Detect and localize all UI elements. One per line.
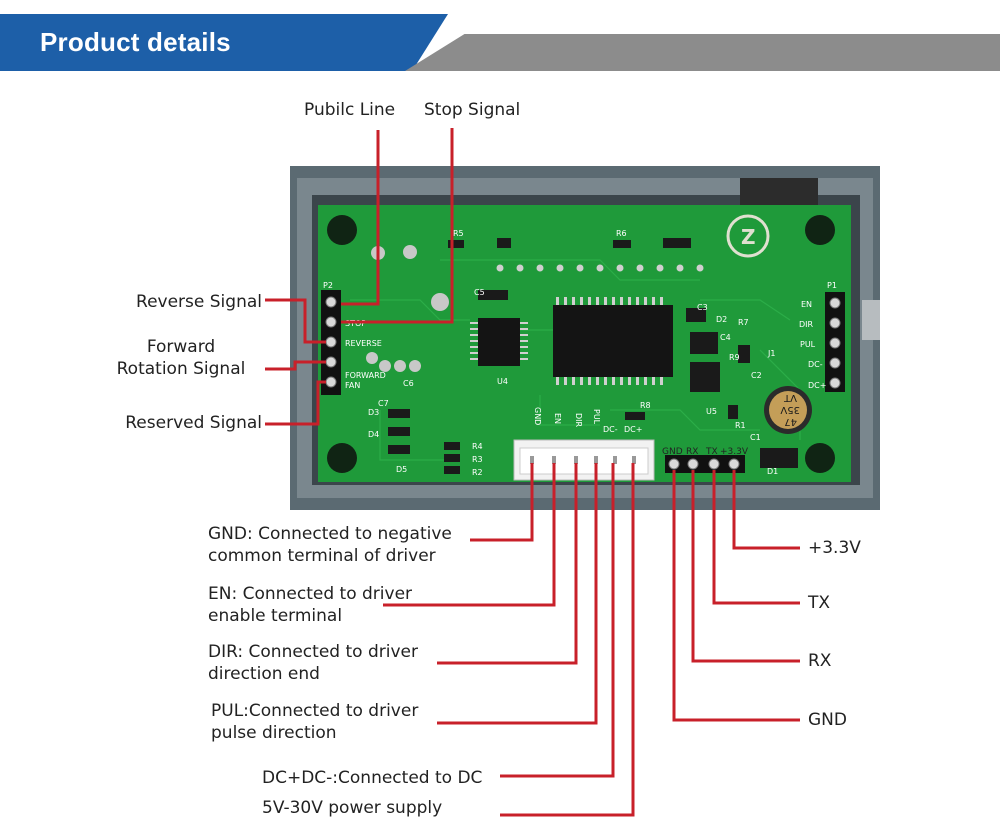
- label-gnd-desc: GND: Connected to negative common termin…: [208, 524, 452, 566]
- callout-gnd: [470, 463, 534, 542]
- label-gnd: GND: [808, 710, 847, 730]
- callout-uart-gnd: [672, 470, 800, 722]
- label-reverse-signal: Reverse Signal: [136, 292, 262, 312]
- label-en-desc: EN: Connected to driver enable terminal: [208, 584, 413, 626]
- silk-uart-gnd: GND: [662, 447, 683, 457]
- silk-conn-en: EN: [553, 413, 562, 424]
- silk-c4: C4: [720, 333, 731, 342]
- label-pul-desc: PUL:Connected to driver pulse direction: [211, 701, 419, 743]
- silk-en: EN: [801, 300, 812, 309]
- callout-reverse-signal: [265, 298, 326, 344]
- silk-dir: DIR: [799, 320, 814, 329]
- callout-dir: [437, 463, 578, 665]
- silk-p1: P1: [827, 281, 837, 290]
- label-rx: RX: [808, 651, 832, 671]
- silk-r1: R1: [735, 421, 746, 430]
- silk-dc-minus: DC-: [808, 360, 823, 369]
- silk-conn-gnd: GND: [533, 407, 542, 425]
- label-33v: +3.3V: [808, 538, 861, 558]
- callout-tx: [712, 470, 800, 605]
- silk-c6: C6: [403, 379, 414, 388]
- silk-u4: U4: [497, 377, 508, 386]
- silk-conn-dc-minus: DC-: [603, 425, 618, 434]
- callout-33v: [732, 470, 800, 550]
- label-dir-desc: DIR: Connected to driver direction end: [208, 642, 418, 684]
- silk-pul: PUL: [800, 340, 816, 349]
- pcb-silkscreen: P2 STOP REVERSE FORWARD FAN P1 EN DIR PU…: [323, 229, 837, 477]
- silk-c1: C1: [750, 433, 761, 442]
- banner-gray-bar: [405, 34, 1000, 71]
- label-reserved-signal: Reserved Signal: [125, 413, 262, 433]
- callout-power: [500, 463, 635, 817]
- silk-j1: J1: [767, 349, 775, 358]
- silk-c7: C7: [378, 399, 389, 408]
- silk-r3: R3: [472, 455, 483, 464]
- silk-d1: D1: [767, 467, 778, 476]
- silk-c2: C2: [751, 371, 762, 380]
- silk-conn-pul: PUL: [592, 409, 601, 425]
- label-stop-signal: Stop Signal: [424, 100, 521, 120]
- cap-marking-47: 47: [784, 416, 797, 427]
- callout-en: [383, 463, 556, 607]
- silk-r4: R4: [472, 442, 483, 451]
- label-public-line: Pubilc Line: [304, 100, 396, 120]
- label-tx: TX: [808, 593, 831, 613]
- silk-dc-plus: DC+: [808, 381, 826, 390]
- callout-forward-signal: [265, 360, 326, 371]
- svg-text:Z: Z: [741, 225, 756, 249]
- silk-d3: D3: [368, 408, 379, 417]
- page-title: Product details: [40, 27, 231, 57]
- silk-uart-tx: TX: [705, 447, 718, 457]
- silk-reverse: REVERSE: [345, 339, 382, 348]
- silk-r2: R2: [472, 468, 483, 477]
- cap-marking-vt: VT: [783, 392, 797, 403]
- silk-r8: R8: [640, 401, 651, 410]
- label-dc-desc: DC+DC-:Connected to DC: [262, 768, 483, 788]
- label-forward-rotation: Forward Rotation Signal: [116, 337, 246, 379]
- silk-c5: C5: [474, 288, 485, 297]
- silk-c3: C3: [697, 303, 708, 312]
- silk-uart-33: +3.3V: [720, 447, 749, 457]
- pcb-board: Z: [318, 205, 851, 482]
- silk-conn-dc-plus: DC+: [624, 425, 642, 434]
- cap-marking-35v: 35V: [780, 404, 800, 415]
- silk-d2: D2: [716, 315, 727, 324]
- silk-d5: D5: [396, 465, 407, 474]
- banner-blue-tab: [0, 14, 448, 71]
- silk-r6: R6: [616, 229, 627, 238]
- silk-d4: D4: [368, 430, 379, 439]
- silk-r5: R5: [453, 229, 464, 238]
- silk-r9: R9: [729, 353, 740, 362]
- callout-pul: [437, 463, 598, 725]
- callout-dc: [500, 463, 615, 778]
- silk-conn-dir: DIR: [574, 413, 583, 428]
- label-power-desc: 5V-30V power supply: [262, 798, 443, 818]
- silk-fan: FAN: [345, 381, 360, 390]
- silk-forward: FORWARD: [345, 371, 386, 380]
- silk-r7: R7: [738, 318, 749, 327]
- silk-u5: U5: [706, 407, 717, 416]
- callout-lines: [265, 128, 800, 817]
- callout-stop-signal: [341, 128, 454, 324]
- silk-p2: P2: [323, 281, 333, 290]
- callout-rx: [691, 470, 800, 663]
- silk-uart-rx: RX: [686, 447, 698, 457]
- callout-reserved-signal: [265, 380, 326, 426]
- callout-public-line: [341, 130, 380, 306]
